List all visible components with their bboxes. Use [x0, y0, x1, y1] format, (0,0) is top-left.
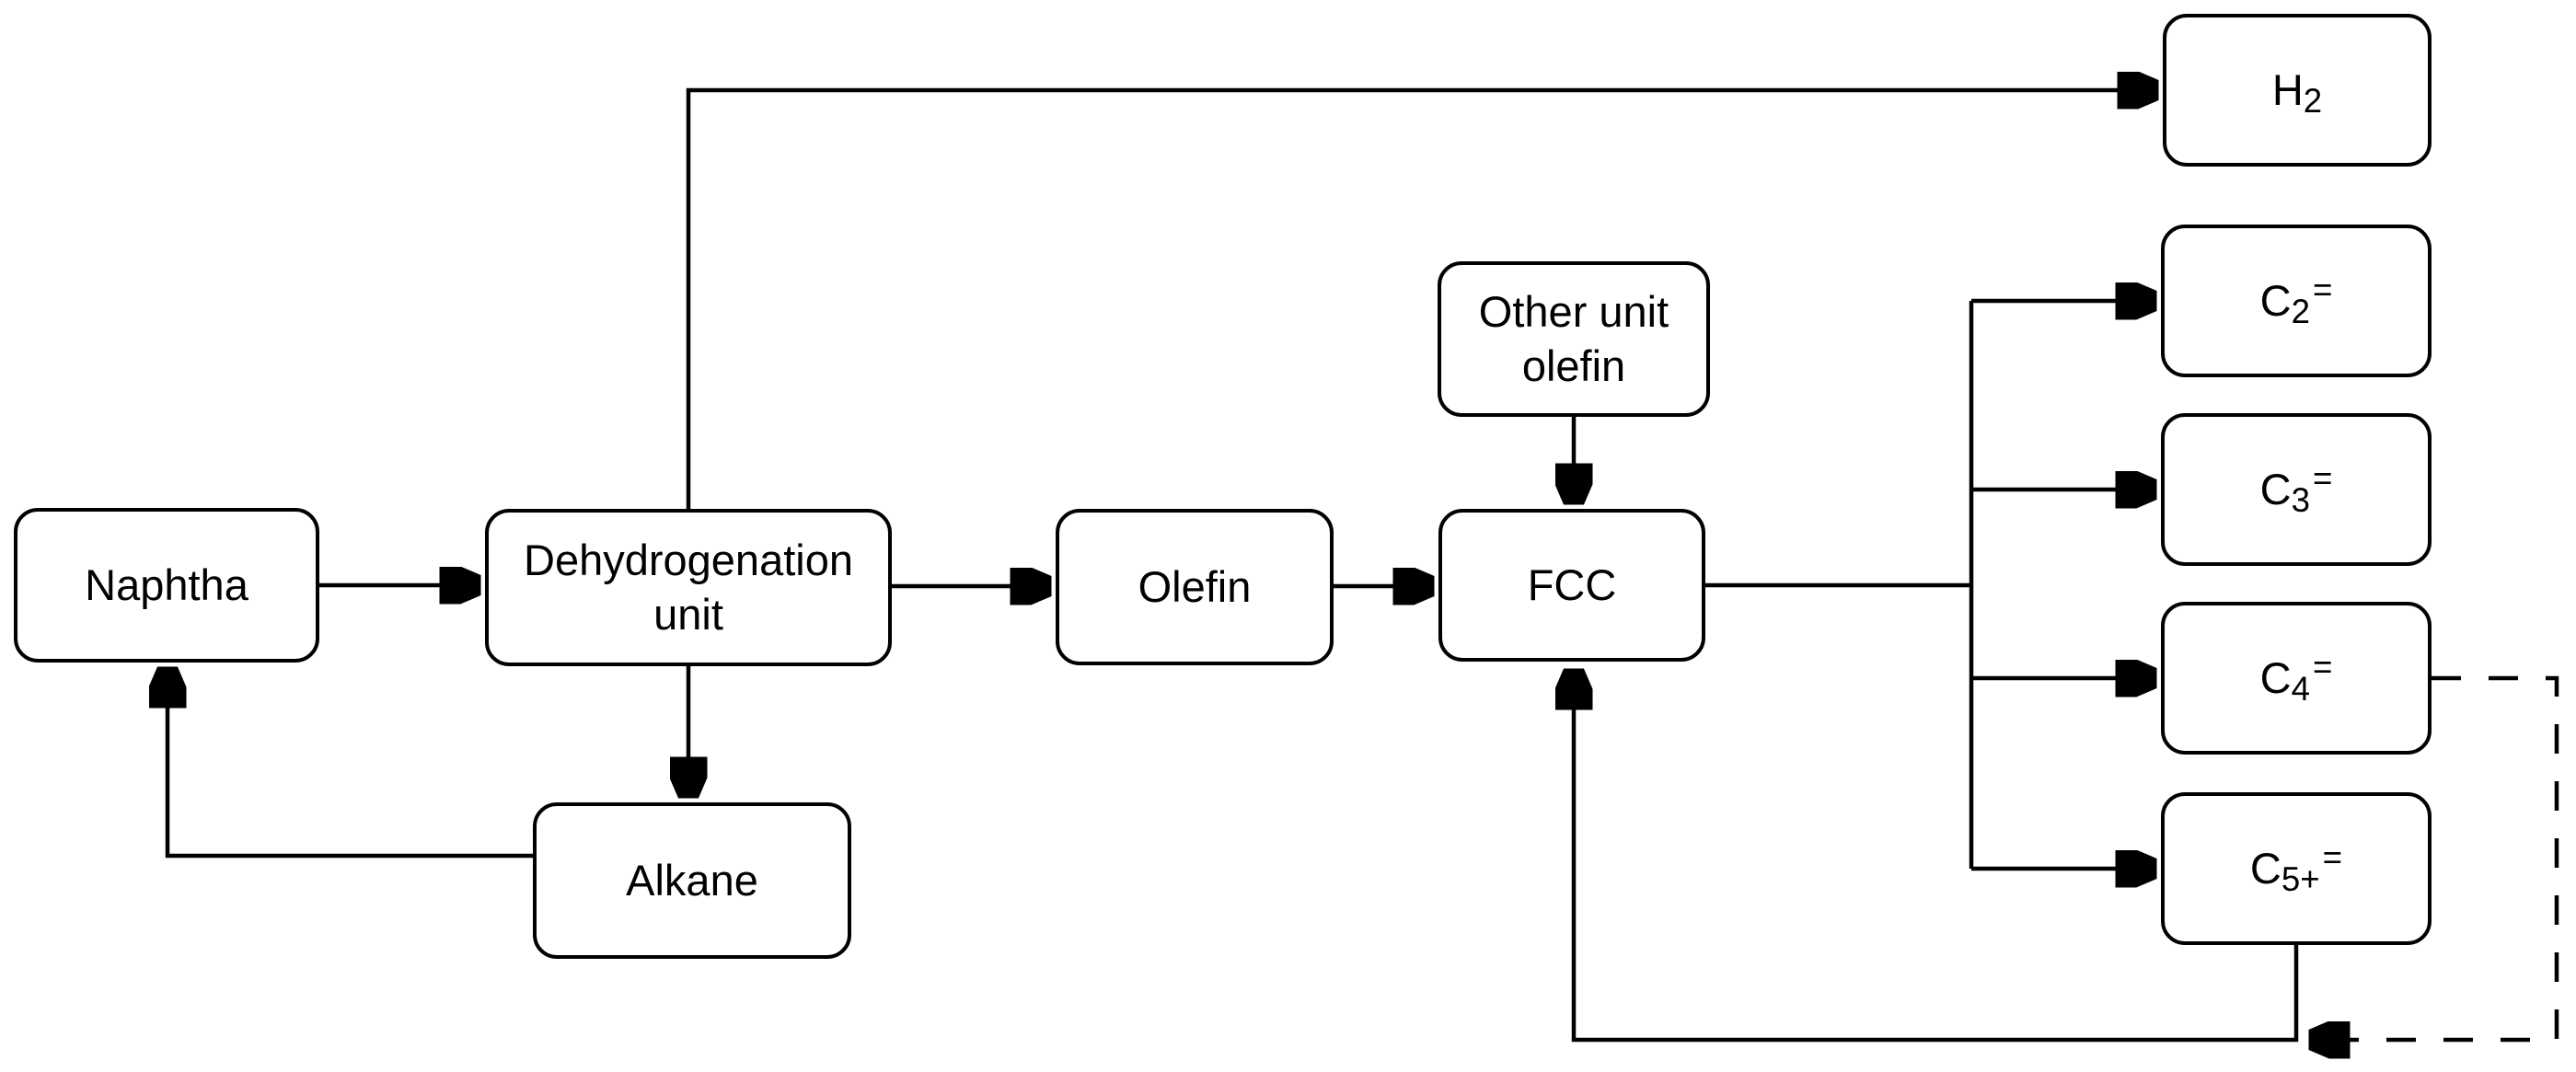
node-dehydrogenation-unit-label: Dehydrogenation unit — [524, 535, 853, 639]
node-naphtha-label: Naphtha — [85, 559, 248, 609]
node-h2: H2 — [2163, 14, 2432, 167]
node-c4-olefin: C4= — [2161, 602, 2432, 755]
node-fcc: FCC — [1438, 509, 1705, 662]
node-alkane-label: Alkane — [626, 855, 758, 905]
node-fcc-label: FCC — [1527, 559, 1617, 609]
node-c3-olefin-label: C3= — [2259, 459, 2333, 520]
node-alkane: Alkane — [533, 802, 851, 959]
node-c5plus-olefin-label: C5+= — [2249, 838, 2343, 899]
node-c2-olefin: C2= — [2161, 225, 2432, 377]
node-olefin-label: Olefin — [1138, 561, 1252, 611]
node-c2-olefin-label: C2= — [2259, 271, 2333, 331]
edge-alkane-to-naphtha-recycle — [167, 668, 533, 859]
node-c5plus-olefin: C5+= — [2161, 792, 2432, 945]
edge-c4-dashed-recycle — [2310, 675, 2559, 1040]
edge-dehydrogenation-to-h2 — [686, 90, 2157, 509]
node-dehydrogenation-unit: Dehydrogenation unit — [485, 509, 892, 666]
node-c4-olefin-label: C4= — [2259, 648, 2333, 709]
node-olefin: Olefin — [1056, 509, 1334, 665]
node-h2-label: H2 — [2271, 64, 2323, 121]
node-other-unit-olefin-label: Other unit olefin — [1478, 286, 1669, 390]
edge-c5-to-fcc-recycle — [1574, 670, 2299, 1043]
node-c3-olefin: C3= — [2161, 413, 2432, 566]
node-naphtha: Naphtha — [14, 508, 319, 663]
node-other-unit-olefin: Other unit olefin — [1438, 261, 1710, 417]
